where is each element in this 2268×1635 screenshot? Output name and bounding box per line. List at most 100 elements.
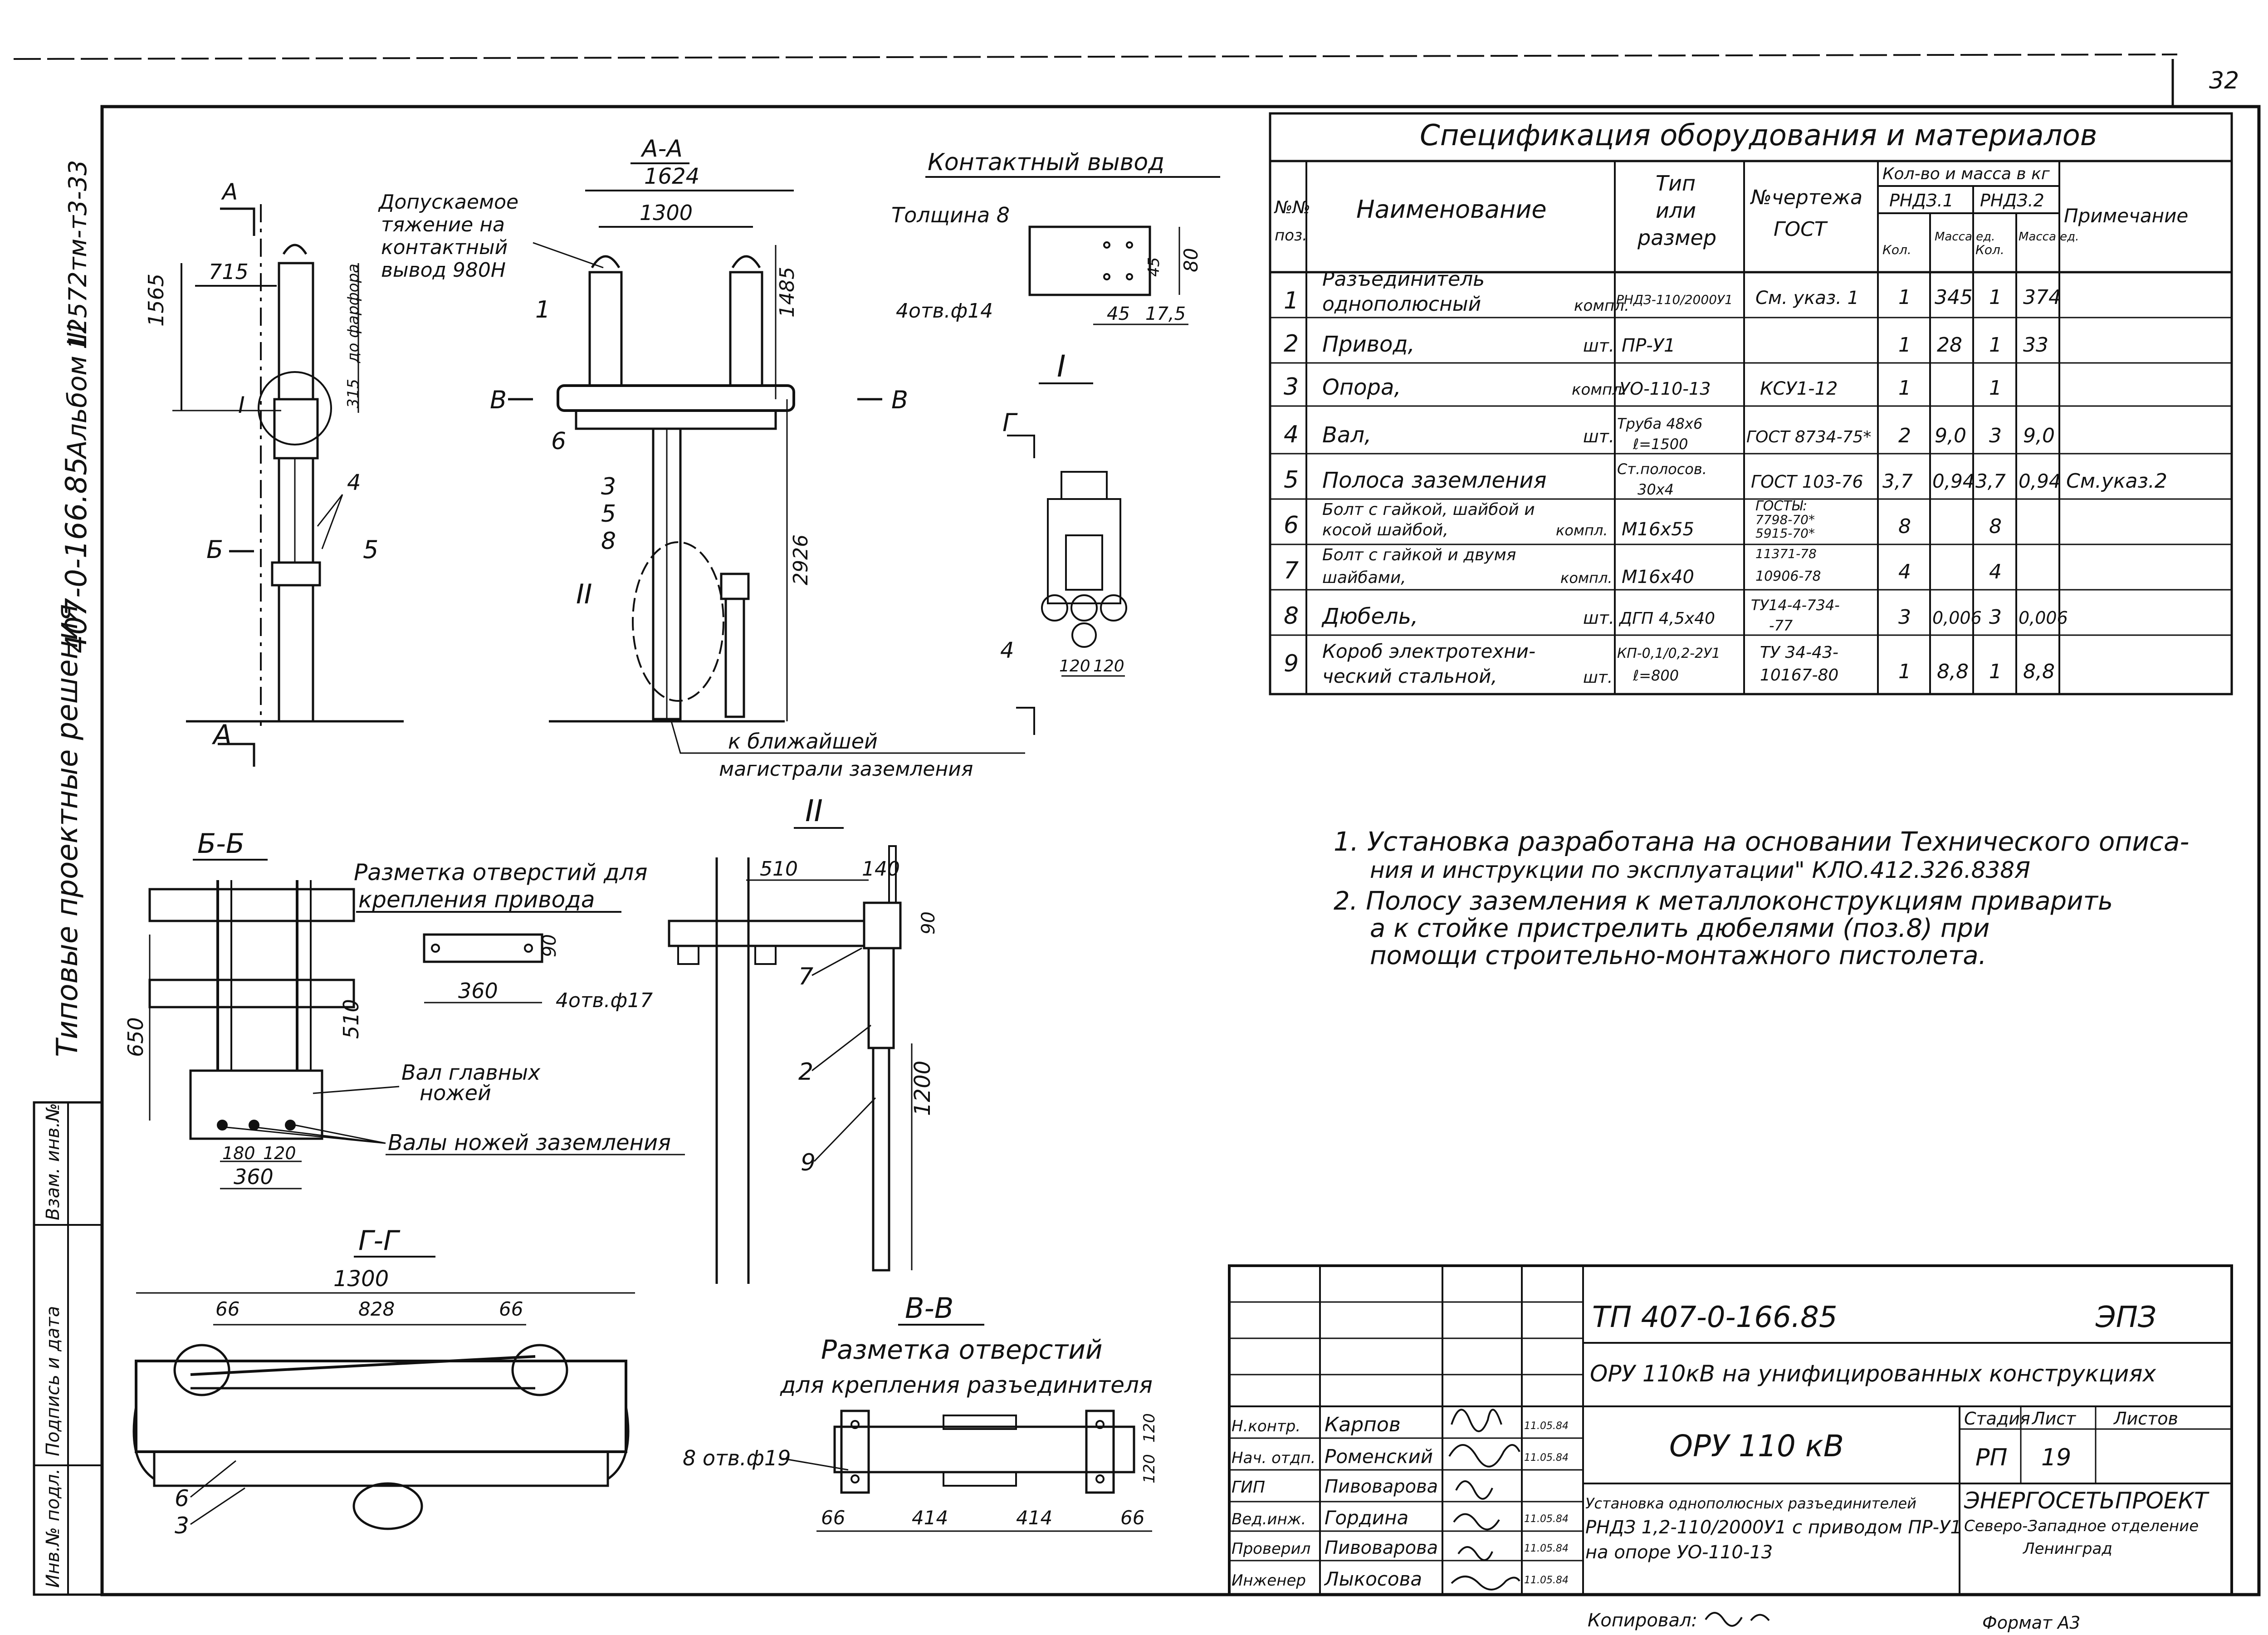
row-pos: 9 (1284, 650, 1299, 677)
view-aa: А-А 1624 1300 Допускаемое тяжение на кон… (378, 135, 1025, 781)
doc-mark: ЭПЗ (2095, 1301, 2156, 1334)
contact-terminal-title: Контактный вывод (928, 149, 1164, 176)
row-q1: 4 (1898, 560, 1911, 583)
signer-role: Инженер (1232, 1571, 1306, 1590)
desc-line-2: РНДЗ 1,2-110/2000У1 с приводом ПР-У1 (1585, 1517, 1962, 1538)
bb-dim-180: 180 (222, 1143, 255, 1163)
project-code: 407-0-166.85 (60, 457, 93, 653)
row-pos: 3 (1284, 373, 1299, 401)
row-type: М16х55 (1622, 519, 1694, 540)
hdr-rnd1: РНДЗ.1 (1889, 191, 1954, 210)
row-name: Разъединитель (1322, 268, 1485, 291)
row-unit: шт. (1583, 608, 1614, 628)
row-q2: 1 (1989, 286, 2002, 309)
dim-1300: 1300 (640, 201, 693, 225)
dim-315: 315 (344, 379, 362, 408)
spec-row-8: 8 Дюбель, шт. ДГП 4,5х40 ТУ14-4-734- -77… (1270, 597, 2232, 636)
g-small-callout-4: 4 (1000, 638, 1014, 663)
gg-dim-66a: 66 (215, 1298, 240, 1320)
signer-role: Нач. отдп. (1232, 1449, 1315, 1467)
side-strip-code: 407-0-166.85 (60, 457, 93, 653)
dim-1624: 1624 (644, 164, 699, 189)
vv-dim-120a: 120 (1140, 1454, 1158, 1483)
stamp-sign-date: Подпись и дата (43, 1306, 64, 1456)
signer-name: Пивоварова (1325, 1476, 1438, 1497)
hdr-qty2: Кол. (1975, 242, 2004, 257)
g-small-dim-120b: 120 (1093, 657, 1124, 676)
to-porcelain: до фарфора (344, 264, 362, 363)
hdr-drawing-2: ГОСТ (1774, 218, 1828, 241)
row-q2: 1 (1989, 660, 2002, 683)
spec-row-9: 9 Короб электротехни- ческий стальной, ш… (1284, 640, 2055, 687)
stamp-inv-original-text: Инв.№ подл. (43, 1469, 64, 1588)
allowed-tension-4: вывод 980Н (381, 259, 506, 282)
cut-b-left: Б (206, 535, 223, 564)
row-gost: ТУ 34-43- (1760, 643, 1838, 662)
signer-date: 11.05.84 (1524, 1513, 1569, 1525)
spec-title: Спецификация оборудования и материалов (1420, 119, 2097, 152)
signer-name: Карпов (1325, 1413, 1401, 1436)
hdr-type-2: или (1656, 198, 1696, 223)
II-callout-9: 9 (801, 1149, 816, 1176)
row-m2: 0,94 (2019, 470, 2061, 492)
signer-name: Гордина (1325, 1507, 1408, 1529)
spec-table: Спецификация оборудования и материалов №… (1269, 112, 2233, 695)
view-vv-title: В-В (905, 1292, 953, 1325)
spec-row-4: 4 Вал, шт. Труба 48х6 ℓ=1500 ГОСТ 8734-7… (1270, 415, 2232, 455)
gg-dim-1300: 1300 (333, 1266, 389, 1292)
hdr-unit-mass2: Масса ед. (2019, 230, 2079, 244)
row-q2: 3 (1989, 424, 2002, 447)
signer-role: Н.контр. (1232, 1417, 1300, 1435)
row-unit: компл. (1560, 569, 1613, 587)
row-gost-pre: 11371-78 (1755, 546, 1817, 561)
dim-45: 45 (1107, 304, 1130, 324)
row-m1: 345 (1935, 286, 1973, 309)
desc-line-3: на опоре УО-110-13 (1585, 1542, 1773, 1563)
row-gost-2: -77 (1769, 617, 1793, 634)
view-gg-title: Г-Г (358, 1225, 401, 1257)
aa-callout-5: 5 (601, 500, 616, 528)
aa-callout-6: 6 (551, 428, 566, 455)
row-name-2: однополюсный (1322, 293, 1481, 316)
vv-holes: 8 отв.ф19 (683, 1446, 791, 1470)
bb-dim-120: 120 (263, 1143, 296, 1163)
holes-4x17: 4отв.ф17 (556, 989, 653, 1012)
vv-dim-414b: 414 (1016, 1507, 1052, 1529)
gg-dim-828: 828 (358, 1298, 395, 1320)
signer-date: 11.05.84 (1524, 1543, 1569, 1554)
copier-signature (1705, 1612, 1770, 1627)
row-name: Привод, (1322, 332, 1415, 357)
aa-callout-1: 1 (535, 296, 550, 323)
hdr-type-3: размер (1637, 225, 1716, 250)
row-note: См.указ.2 (2066, 470, 2167, 493)
row-m1: 0,006 (1932, 608, 1982, 628)
sheet-value: 19 (2041, 1444, 2071, 1471)
dim-90: 90 (539, 934, 560, 957)
signer-date: 11.05.84 (1524, 1575, 1569, 1586)
row-name: Полоса заземления (1322, 468, 1546, 493)
hdr-note: Примечание (2064, 205, 2188, 227)
sheet-frame (100, 105, 2261, 1596)
vv-subtitle-2: для крепления разъединителя (780, 1372, 1153, 1398)
top-trim-line (13, 54, 2178, 60)
thickness-label: Толщина 8 (891, 203, 1010, 227)
hdr-type-1: Тип (1656, 171, 1696, 196)
row-type: КП-0,1/0,2-2У1 (1617, 646, 1721, 661)
cut-v-right: В (891, 386, 908, 414)
row-m1: 0,94 (1932, 470, 1975, 492)
aa-callout-8: 8 (601, 528, 616, 555)
stage-value: РП (1975, 1444, 2007, 1471)
dim-17-5: 17,5 (1145, 304, 1186, 324)
dim-1565: 1565 (144, 274, 168, 327)
signer-name: Лыкосова (1324, 1568, 1422, 1590)
sheets-header: Листов (2113, 1409, 2178, 1429)
row-name: Короб электротехни- (1322, 640, 1535, 662)
hdr-pos-2: поз. (1275, 226, 1307, 245)
vv-dim-66b: 66 (1120, 1507, 1144, 1529)
row-gost-2: 10167-80 (1760, 666, 1838, 685)
signature (1451, 1576, 1520, 1591)
row-type: Ст.полосов. (1617, 460, 1707, 478)
row-gost-3: 5915-70* (1755, 526, 1815, 541)
hdr-pos: №№ (1274, 197, 1310, 217)
row-type: М16х40 (1622, 567, 1694, 587)
